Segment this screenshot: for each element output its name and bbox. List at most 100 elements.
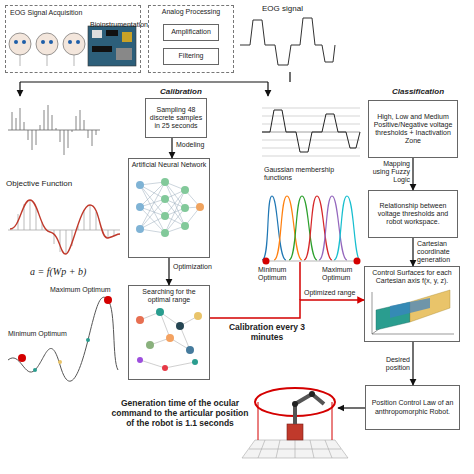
optimum-curve <box>8 297 118 381</box>
text-label: a = f(Wp + b) <box>30 266 120 278</box>
node-text: Analog Processing <box>151 8 231 16</box>
node-text: Bioinstrumentation <box>90 21 148 29</box>
flow-arrow <box>338 407 365 408</box>
group-box: EOG Signal AcquisitionBioinstrumentation <box>5 5 141 73</box>
sample-spikes <box>8 105 100 155</box>
flow-arrow <box>267 82 268 96</box>
text-label: Minimum Optimum <box>8 330 74 338</box>
minimum-point <box>18 354 26 362</box>
sample-point <box>58 360 62 364</box>
robot-base <box>287 424 303 440</box>
chip <box>116 48 132 60</box>
sample-point <box>33 368 37 372</box>
molecule-atom <box>156 308 164 316</box>
classified-signal <box>262 110 360 152</box>
process-box: Amplification <box>163 24 219 41</box>
edge-label: Desired position <box>366 356 410 372</box>
network-links <box>140 182 200 233</box>
sample-point <box>86 338 90 342</box>
head <box>63 33 85 55</box>
node-text: High, Low and Medium Positive/Negative v… <box>371 113 455 145</box>
flow-connector <box>412 342 413 385</box>
robot-arm <box>295 394 324 424</box>
edge-label: Cartesian coordinate generation <box>417 240 461 264</box>
neuron <box>181 186 189 194</box>
edge-label: Optimization <box>173 263 223 271</box>
neuron <box>136 203 144 211</box>
flow-connector <box>412 158 413 190</box>
flow-connector <box>168 258 169 285</box>
membership-curve <box>262 196 286 260</box>
head <box>9 33 31 55</box>
flow-connector <box>210 300 364 318</box>
minimum-point <box>263 258 270 265</box>
split-line <box>20 72 290 82</box>
node-text: Amplification <box>171 28 211 36</box>
node-text: Sampling 48 discrete samples in 25 secon… <box>148 106 204 130</box>
chip <box>106 30 118 36</box>
circuit-board <box>88 26 136 66</box>
text-label: Minimum Optimum <box>258 266 298 282</box>
eye <box>22 40 26 44</box>
optimization-graphic <box>136 308 202 371</box>
chip <box>122 32 132 42</box>
text-label: Gaussian membership functions <box>264 166 360 182</box>
maximum-point <box>104 296 112 304</box>
eye <box>68 40 72 44</box>
electrode-wires <box>20 55 74 66</box>
molecule-atom <box>166 334 174 342</box>
process-box: Searching for the optimal range <box>128 285 210 380</box>
molecule-atom <box>194 312 202 320</box>
axis-line <box>262 261 360 262</box>
process-box: Position Control Law of an anthropomorph… <box>365 385 460 430</box>
neuron <box>161 212 169 220</box>
molecule-atom <box>136 316 144 324</box>
neuron <box>161 229 169 237</box>
neural-network <box>136 178 204 237</box>
text-label: Calibration every 3 minutes <box>222 322 312 342</box>
edge-label: Modeling <box>176 141 221 149</box>
neuron <box>181 204 189 212</box>
node-text: Position Control Law of an anthropomorph… <box>368 399 457 415</box>
range-line <box>299 262 301 300</box>
objective-curve <box>10 200 120 254</box>
neuron <box>161 178 169 186</box>
process-box: Artificial Neural Network <box>128 158 210 258</box>
eye-figures <box>9 33 85 66</box>
node-text: Relationship between voltage thresholds … <box>371 202 455 226</box>
objective-stems <box>8 200 120 254</box>
process-box: Control Surfaces for each Cartesian axis… <box>364 266 460 342</box>
molecule-atom <box>192 359 198 365</box>
molecule-atom <box>186 346 194 354</box>
process-box: Relationship between voltage thresholds … <box>368 190 458 238</box>
maximum-point <box>354 258 361 265</box>
eye <box>14 40 18 44</box>
threshold-lines <box>262 108 360 156</box>
gaussian-functions <box>262 196 360 260</box>
text-label: Classification <box>392 87 462 96</box>
molecule-atom <box>162 365 168 371</box>
neuron <box>181 222 189 230</box>
molecule-atom <box>137 357 143 363</box>
node-text: EOG Signal Acquisition <box>10 9 82 17</box>
neuron <box>161 195 169 203</box>
process-box: Filtering <box>163 48 219 65</box>
eye <box>41 40 45 44</box>
membership-curve <box>334 196 360 260</box>
text-label: Calibration <box>160 87 220 96</box>
neuron <box>196 203 204 211</box>
neuron <box>136 181 144 189</box>
robot-joint <box>292 401 298 407</box>
molecule-atom <box>146 341 154 349</box>
process-box: High, Low and Medium Positive/Negative v… <box>368 100 458 158</box>
surface <box>390 298 430 318</box>
flow-connector <box>412 238 413 266</box>
flow-connector <box>171 138 172 158</box>
neuron <box>136 225 144 233</box>
robot-joint <box>309 391 315 397</box>
bioinstrumentation-board <box>88 26 136 66</box>
eye <box>49 40 53 44</box>
molecule-bonds <box>140 312 198 368</box>
robot-illustration <box>242 388 348 458</box>
